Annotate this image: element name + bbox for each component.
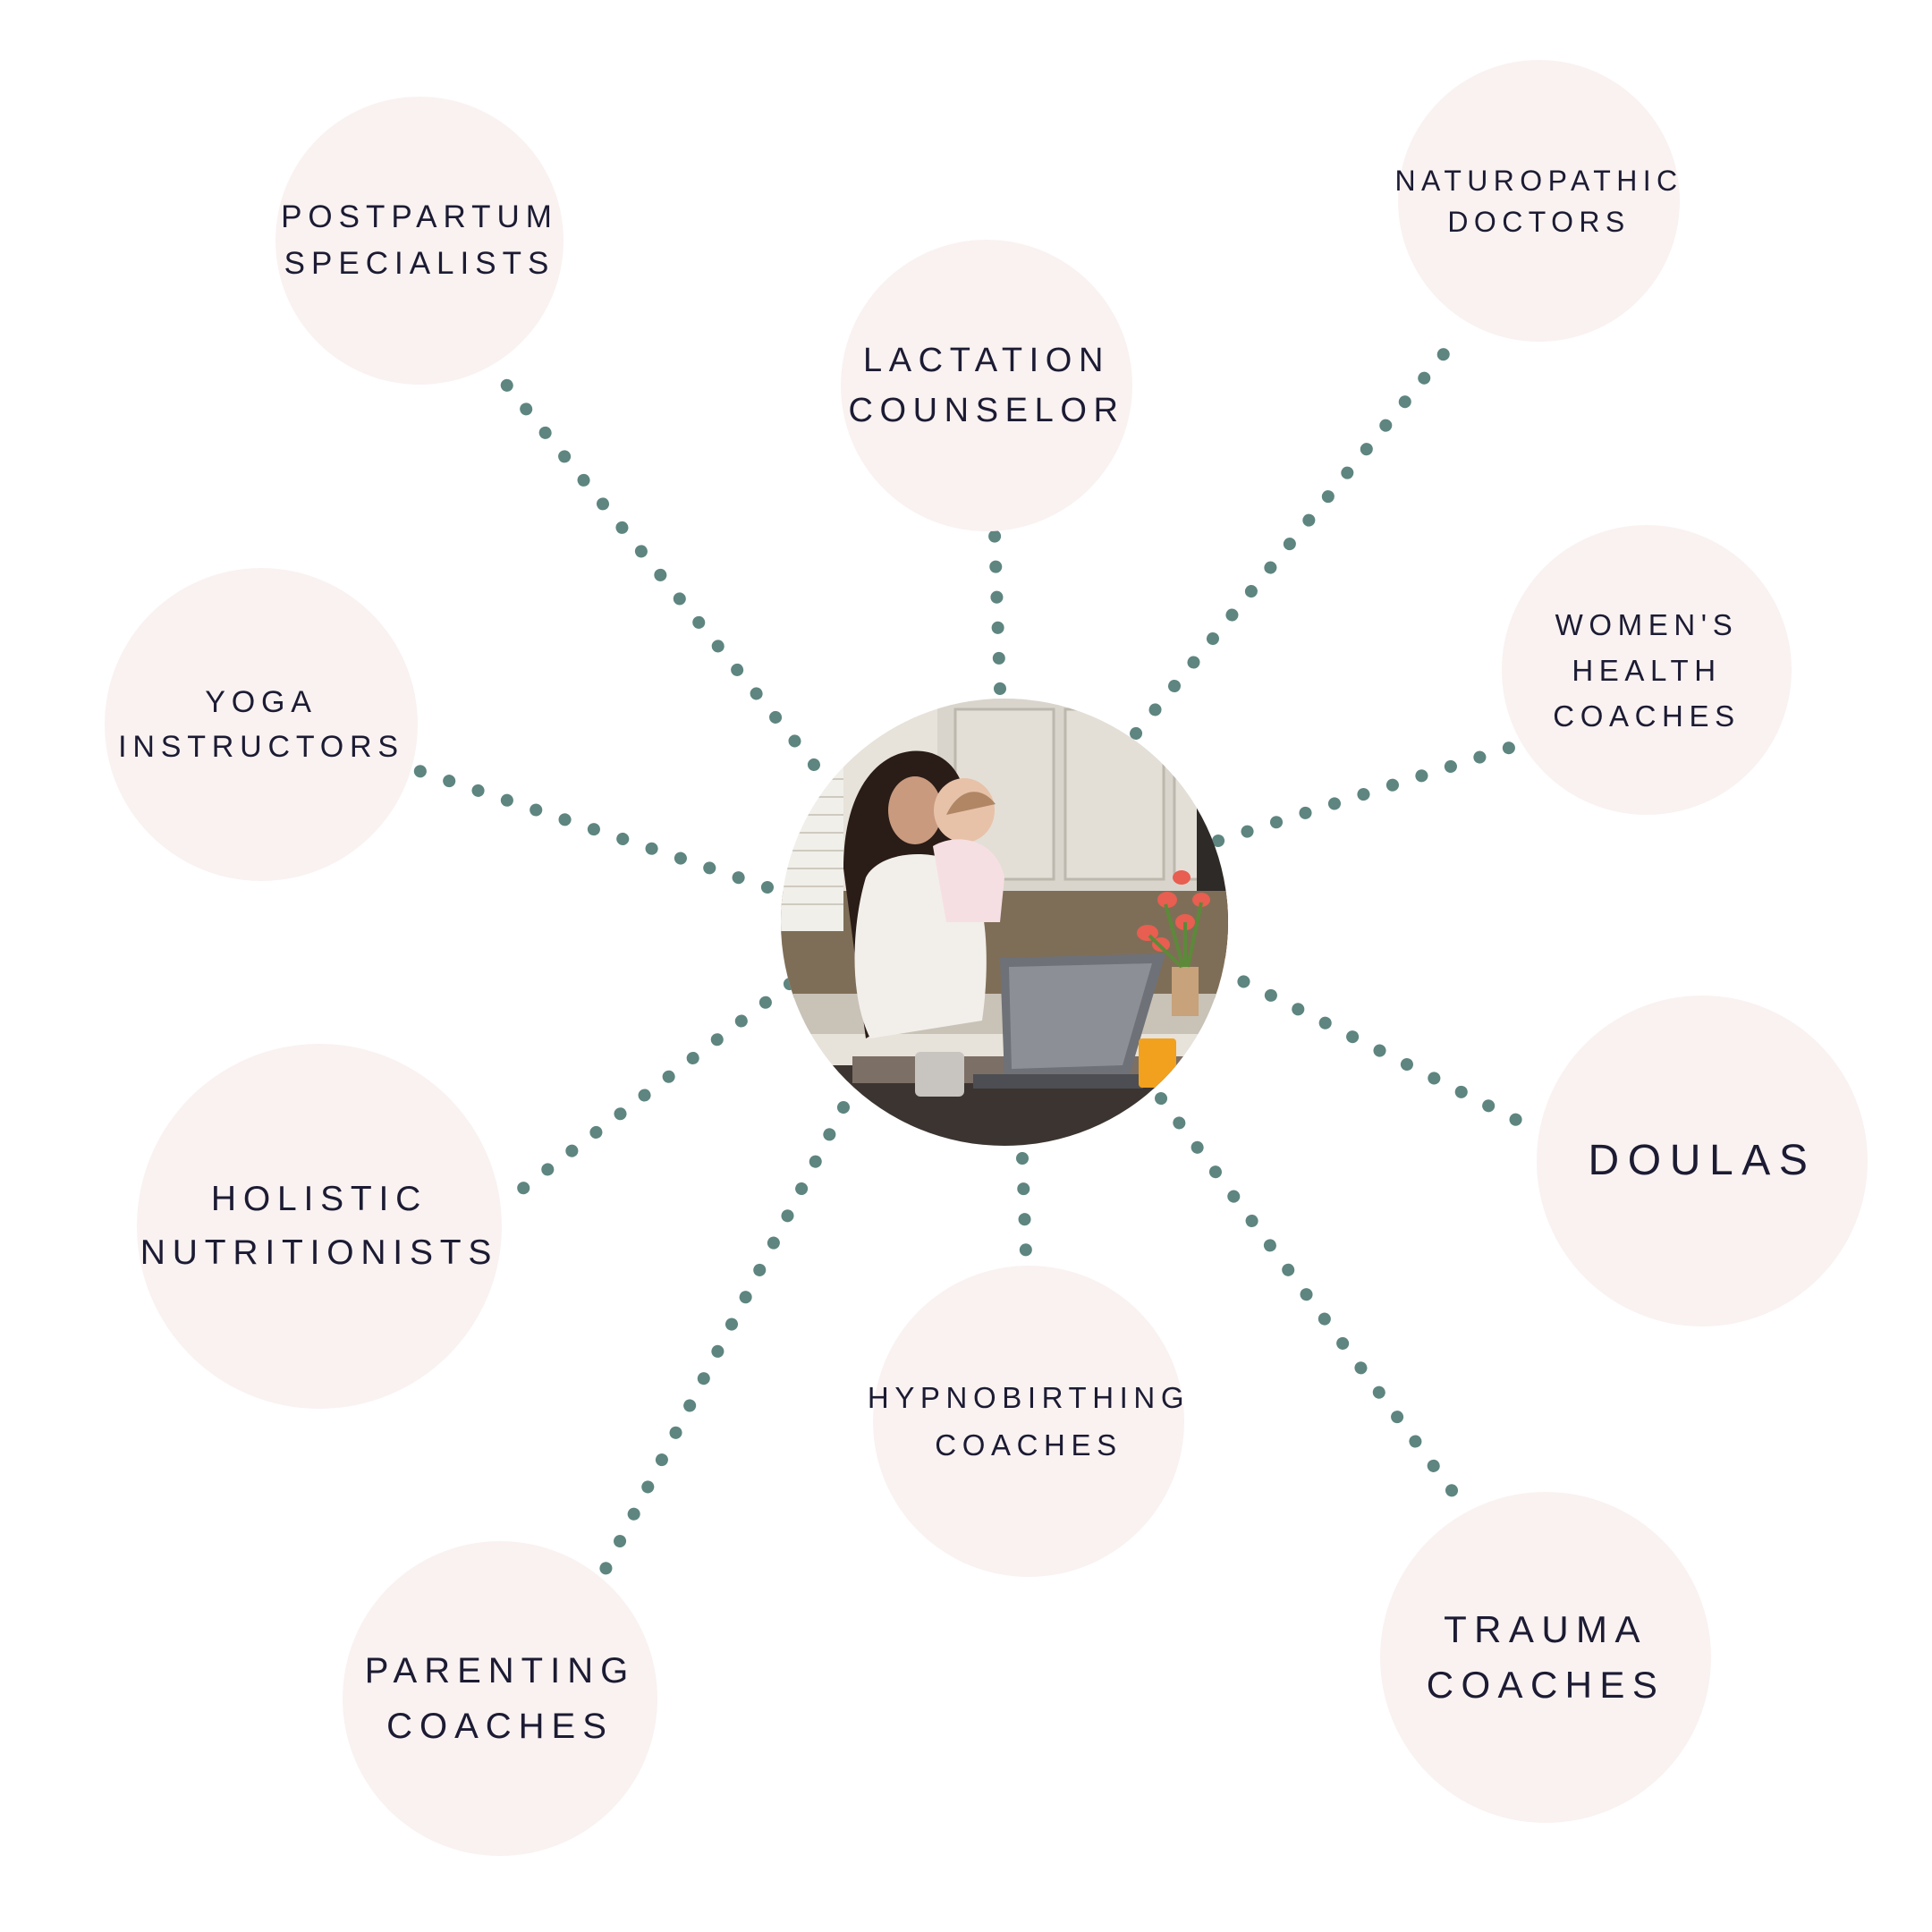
connector-parenting <box>597 1101 850 1580</box>
node-postpartum: POSTPARTUM SPECIALISTS <box>275 97 564 385</box>
node-label-yoga: YOGA INSTRUCTORS <box>118 685 404 764</box>
connector-holistic <box>496 978 796 1210</box>
connector-yoga <box>408 763 774 894</box>
node-label-naturopathic: NATUROPATHIC DOCTORS <box>1394 164 1683 238</box>
node-label-womens-health: WOMEN'S HEALTH COACHES <box>1553 607 1741 733</box>
node-label-postpartum: POSTPARTUM SPECIALISTS <box>281 199 558 281</box>
node-doulas: DOULAS <box>1537 996 1868 1326</box>
connector-naturopathic <box>1130 325 1469 740</box>
node-hypnobirthing: HYPNOBIRTHING COACHES <box>868 1266 1184 1577</box>
node-label-doulas: DOULAS <box>1588 1137 1817 1184</box>
node-trauma: TRAUMA COACHES <box>1380 1492 1711 1823</box>
node-label-hypnobirthing: HYPNOBIRTHING COACHES <box>867 1381 1191 1462</box>
node-label-lactation: LACTATION COUNSELOR <box>848 342 1125 429</box>
center-photo <box>781 699 1228 1146</box>
node-yoga: YOGA INSTRUCTORS <box>105 568 418 881</box>
node-label-trauma: TRAUMA COACHES <box>1426 1608 1665 1706</box>
connector-hypnobirthing <box>1016 1152 1032 1260</box>
connector-postpartum <box>496 374 820 771</box>
connector-lactation <box>988 528 1006 695</box>
node-naturopathic: NATUROPATHIC DOCTORS <box>1394 60 1680 342</box>
node-lactation: LACTATION COUNSELOR <box>841 240 1132 531</box>
connector-trauma <box>1155 1092 1462 1503</box>
node-label-parenting: PARENTING COACHES <box>364 1651 636 1746</box>
node-label-holistic: HOLISTIC NUTRITIONISTS <box>140 1180 499 1272</box>
node-parenting: PARENTING COACHES <box>343 1541 657 1856</box>
connector-doulas <box>1210 962 1531 1131</box>
woman-with-baby-at-laptop-image <box>781 699 1228 1146</box>
node-womens-health: WOMEN'S HEALTH COACHES <box>1502 525 1792 815</box>
node-holistic: HOLISTIC NUTRITIONISTS <box>137 1044 502 1409</box>
connector-womens-health <box>1212 738 1527 847</box>
